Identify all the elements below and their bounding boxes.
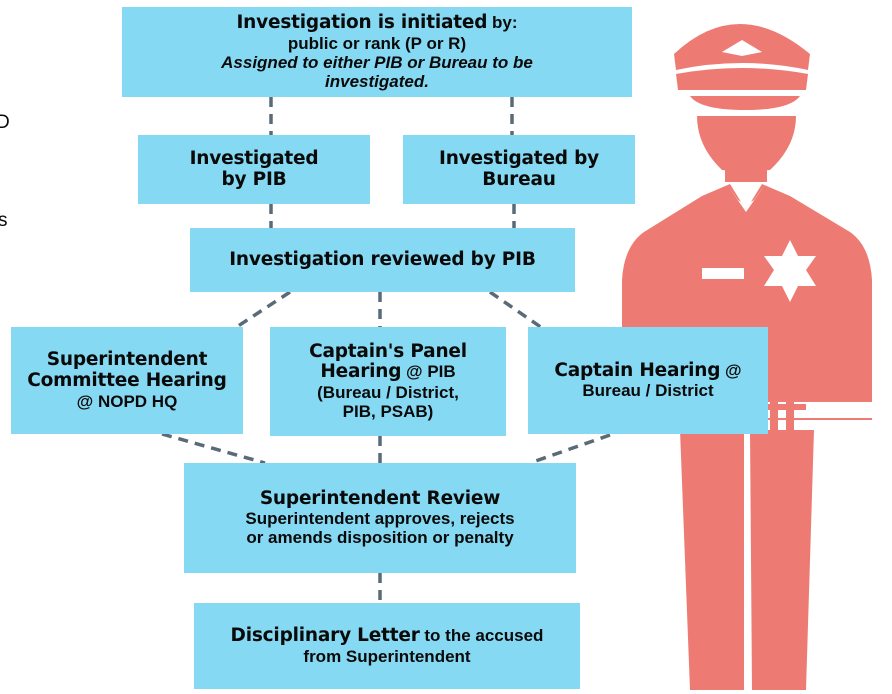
- node-investigated-by-bureau: Investigated by Bureau: [403, 135, 635, 204]
- initiated-title: Investigation is initiated: [236, 12, 488, 34]
- captain-line-1: Captain Hearing: [554, 359, 721, 381]
- review-title: Superintendent Review: [259, 487, 501, 509]
- captain-line-1-suffix: @: [720, 360, 742, 380]
- pib-line-1: Investigated: [189, 147, 319, 169]
- initiated-title-suffix: by:: [487, 13, 518, 33]
- panel-line-4: PIB, PSAB): [342, 402, 434, 422]
- reviewed-line-1: Investigation reviewed by PIB: [229, 248, 536, 270]
- node-investigation-reviewed: Investigation reviewed by PIB: [190, 228, 575, 292]
- committee-line-1: Superintendent: [46, 349, 208, 371]
- node-investigated-by-pib: Investigated by PIB: [138, 135, 370, 204]
- captain-line-2: Bureau / District: [582, 381, 714, 401]
- connector-reviewed-captain: [489, 290, 546, 332]
- connector-committee-review: [161, 432, 266, 465]
- panel-line-2: Hearing: [320, 361, 402, 383]
- node-captain-hearing: Captain Hearing @ Bureau / District: [528, 327, 768, 434]
- node-disciplinary-letter: Disciplinary Letter to the accused from …: [194, 603, 580, 689]
- initiated-line-4: investigated.: [325, 71, 429, 91]
- bureau-line-1: Investigated by: [439, 147, 599, 169]
- panel-line-3: (Bureau / District,: [317, 383, 459, 403]
- node-superintendent-committee: Superintendent Committee Hearing @ NOPD …: [11, 327, 243, 434]
- node-superintendent-review: Superintendent Review Superintendent app…: [184, 463, 576, 573]
- panel-line-2-suffix: @ PIB: [401, 362, 456, 382]
- panel-line-1: Captain's Panel: [309, 340, 467, 362]
- letter-line-2: from Superintendent: [303, 646, 471, 666]
- letter-title: Disciplinary Letter: [230, 625, 420, 647]
- edge-fragment-1: D: [0, 112, 10, 133]
- letter-title-suffix: to the accused: [419, 626, 544, 646]
- node-captains-panel: Captain's Panel Hearing @ PIB (Bureau / …: [270, 327, 506, 436]
- pib-line-2: by PIB: [221, 168, 287, 190]
- committee-line-2: Committee Hearing: [27, 369, 227, 391]
- connector-reviewed-committee: [231, 290, 291, 332]
- edge-fragment-2: s: [0, 210, 8, 231]
- review-line-3: or amends disposition or penalty: [246, 528, 514, 548]
- initiated-line-3: Assigned to either PIB or Bureau to be: [221, 52, 533, 72]
- review-line-2: Superintendent approves, rejects: [245, 509, 515, 529]
- connector-captain-review: [529, 433, 611, 465]
- bureau-line-2: Bureau: [482, 168, 556, 190]
- initiated-line-2: public or rank (P or R): [287, 33, 467, 53]
- committee-line-3: @ NOPD HQ: [76, 391, 178, 411]
- node-investigation-initiated: Investigation is initiated by: public or…: [122, 7, 632, 97]
